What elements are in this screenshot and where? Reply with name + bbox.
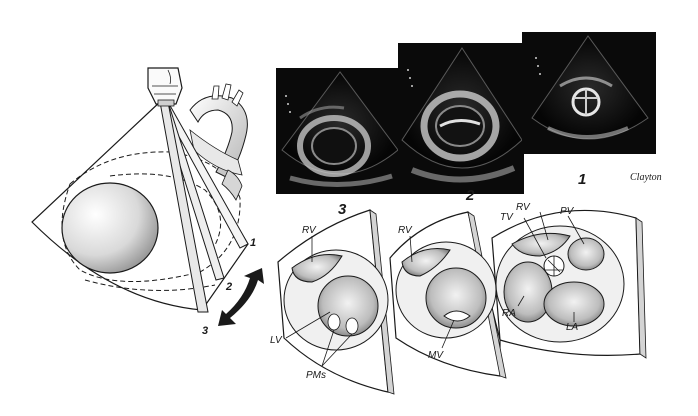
label-rv-1: RV bbox=[516, 202, 531, 213]
right-ventricle-3 bbox=[291, 254, 343, 283]
echo-number-2: 2 bbox=[465, 187, 475, 204]
plane-label-2: 2 bbox=[225, 281, 232, 293]
plane-label-1: 1 bbox=[250, 237, 256, 249]
right-ventricle-2 bbox=[401, 248, 451, 277]
label-la: LA bbox=[566, 322, 579, 333]
echo-number-3: 3 bbox=[338, 201, 347, 218]
left-ventricle-body bbox=[61, 182, 159, 274]
mitral-valve bbox=[443, 310, 471, 322]
echo-panel-1 bbox=[522, 32, 656, 154]
cross-section-2 bbox=[389, 211, 507, 379]
label-tv: TV bbox=[500, 212, 514, 223]
left-atrium bbox=[543, 281, 605, 327]
label-pv: PV bbox=[560, 206, 575, 217]
artist-signature: Clayton bbox=[630, 172, 662, 183]
leader-lines bbox=[285, 211, 585, 367]
heart-outline-dashed bbox=[61, 151, 241, 282]
echo-panel-3 bbox=[276, 68, 404, 194]
label-rv-2: RV bbox=[398, 225, 413, 236]
label-pms: PMs bbox=[306, 370, 326, 381]
probe-heart-diagram: 1 2 3 bbox=[31, 67, 264, 337]
echo-number-1: 1 bbox=[578, 171, 586, 188]
label-lv-3: LV bbox=[270, 335, 283, 346]
label-rv-3: RV bbox=[302, 225, 317, 236]
papillary-muscle-a bbox=[327, 313, 341, 331]
label-mv: MV bbox=[428, 350, 444, 361]
echo-panel-2 bbox=[398, 43, 524, 194]
cross-section-3 bbox=[277, 209, 395, 395]
label-ra: RA bbox=[502, 308, 516, 319]
left-ventricle-2 bbox=[425, 267, 487, 329]
rotation-arrow-icon bbox=[218, 268, 264, 326]
pulmonary-valve bbox=[567, 237, 605, 271]
cross-section-1 bbox=[491, 209, 647, 359]
scan-planes bbox=[159, 101, 249, 313]
heart-inner-dashed bbox=[109, 173, 222, 246]
aortic-arch bbox=[189, 83, 248, 201]
transducer-probe[interactable] bbox=[147, 67, 183, 107]
right-ventricle-1 bbox=[511, 232, 571, 257]
plane-label-3: 3 bbox=[202, 325, 208, 337]
papillary-muscle-b bbox=[345, 317, 359, 335]
